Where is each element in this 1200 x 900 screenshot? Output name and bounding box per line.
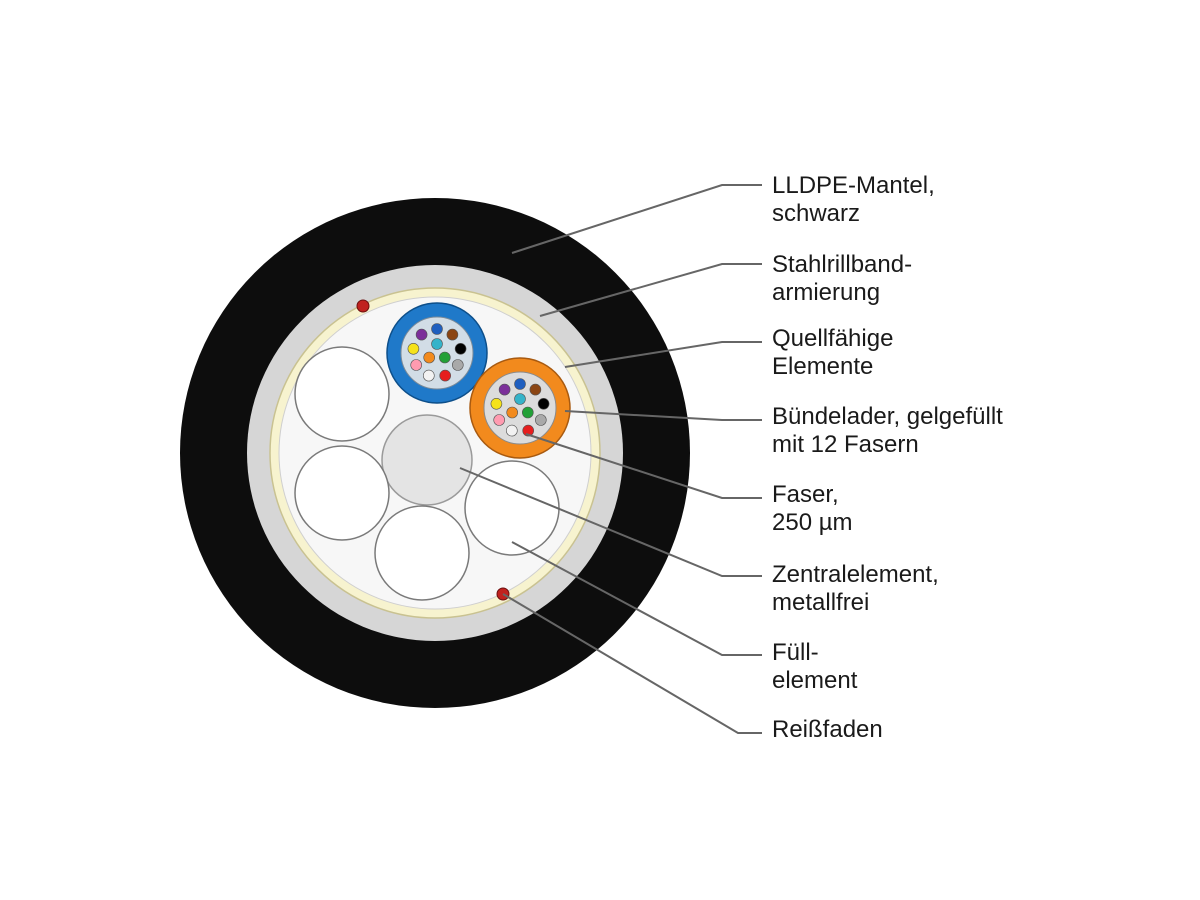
leader-line-tube <box>564 410 762 421</box>
optical-fiber <box>522 424 535 437</box>
optical-fiber <box>514 378 526 390</box>
optical-fiber <box>490 397 503 410</box>
leader-line-filler <box>511 541 762 656</box>
label-swelling-line2: Elemente <box>772 353 873 380</box>
optical-fiber <box>407 342 420 355</box>
label-jacket-line1: LLDPE-Mantel, <box>772 172 935 199</box>
label-jacket-line2: schwarz <box>772 200 860 227</box>
optical-fiber <box>446 328 459 341</box>
optical-fiber <box>493 414 506 426</box>
label-fiber-line2: 250 µm <box>772 509 853 536</box>
optical-fiber <box>431 338 443 350</box>
label-fiber-line1: Faser, <box>772 481 839 508</box>
optical-fiber <box>506 406 519 419</box>
filler-element <box>374 505 470 601</box>
label-central-line1: Zentralelement, <box>772 561 939 588</box>
optical-fiber <box>498 383 511 396</box>
label-armor-line2: armierung <box>772 279 880 306</box>
optical-fiber <box>454 342 467 355</box>
leader-line-jacket <box>511 184 762 254</box>
optical-fiber <box>439 369 452 382</box>
label-tube-line2: mit 12 Fasern <box>772 431 919 458</box>
label-tube-line1: Bündelader, gelgefüllt <box>772 403 1003 430</box>
optical-fiber <box>529 383 542 396</box>
optical-fiber <box>438 351 451 364</box>
optical-fiber <box>415 328 428 341</box>
optical-fiber <box>422 369 435 382</box>
fiber-group-orange <box>490 378 550 437</box>
label-ripcord: Reißfaden <box>772 716 883 743</box>
leader-line-ripcord <box>502 593 762 734</box>
optical-fiber <box>431 323 443 335</box>
optical-fiber <box>514 393 526 405</box>
optical-fiber <box>423 351 436 364</box>
optical-fiber <box>534 414 547 426</box>
label-filler-line1: Füll- <box>772 639 819 666</box>
filler-element <box>294 346 390 442</box>
ripcord <box>356 299 370 313</box>
leader-line-fiber <box>525 433 762 499</box>
optical-fiber <box>505 424 518 437</box>
filler-element <box>294 445 390 541</box>
label-filler-line2: element <box>772 667 858 694</box>
leader-line-swelling <box>564 341 762 368</box>
fiber-group-blue <box>407 323 467 382</box>
optical-fiber <box>451 359 464 371</box>
leader-line-armor <box>539 263 762 317</box>
central-strength-member <box>381 414 473 506</box>
optical-fiber <box>537 397 550 410</box>
leader-line-central <box>459 467 762 577</box>
optical-fiber <box>521 406 534 419</box>
label-armor-line1: Stahlrillband- <box>772 251 912 278</box>
label-swelling-line1: Quellfähige <box>772 325 893 352</box>
label-central-line2: metallfrei <box>772 589 869 616</box>
optical-fiber <box>410 359 423 371</box>
